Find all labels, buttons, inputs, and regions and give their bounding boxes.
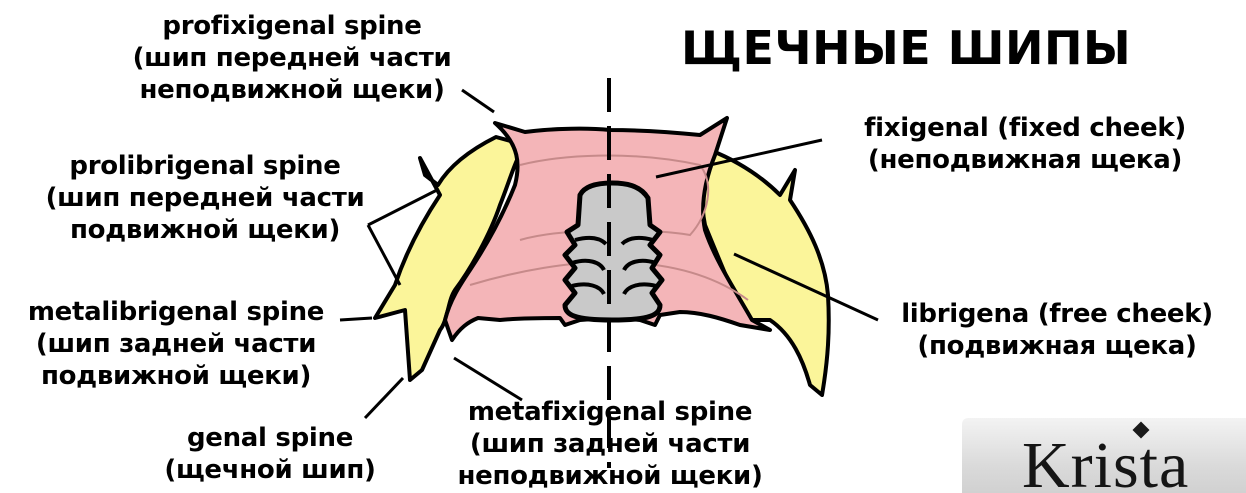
label-line: (неподвижная щека) [830,144,1220,176]
leader-profixigenal [462,90,494,112]
label-line: неподвижной щеки) [430,460,790,492]
label-prolibrigenal-spine: prolibrigenal spine (шип передней части … [20,150,390,246]
label-line: подвижной щеки) [20,214,390,246]
diagram-title: ЩЕЧНЫЕ ШИПЫ [681,20,1131,76]
label-line: profixigenal spine [127,10,457,42]
label-line: (шип передней части [127,42,457,74]
label-line: prolibrigenal spine [20,150,390,182]
leader-genal [365,378,403,418]
label-fixigenal: fixigenal (fixed cheek) (неподвижная щек… [830,112,1220,176]
label-genal-spine: genal spine (щечной шип) [140,422,400,486]
label-line: librigena (free cheek) [872,298,1242,330]
logo-text: Krista [1022,426,1189,493]
label-metafixigenal-spine: metafixigenal spine (шип задней части не… [430,396,790,492]
krista-logo: Krista [962,418,1246,493]
label-line: подвижной щеки) [6,360,346,392]
label-line: (щечной шип) [140,454,400,486]
leader-metafixigenal [454,358,522,400]
label-line: genal spine [140,422,400,454]
label-line: metalibrigenal spine [6,296,346,328]
label-line: (шип задней части [430,428,790,460]
label-profixigenal-spine: profixigenal spine (шип передней части н… [127,10,457,106]
label-line: metafixigenal spine [430,396,790,428]
label-metalibrigenal-spine: metalibrigenal spine (шип задней части п… [6,296,346,392]
label-librigena: librigena (free cheek) (подвижная щека) [872,298,1242,362]
label-line: fixigenal (fixed cheek) [830,112,1220,144]
glabella [565,183,662,320]
label-line: (шип передней части [20,182,390,214]
label-line: неподвижной щеки) [127,74,457,106]
label-line: (подвижная щека) [872,330,1242,362]
label-line: (шип задней части [6,328,346,360]
